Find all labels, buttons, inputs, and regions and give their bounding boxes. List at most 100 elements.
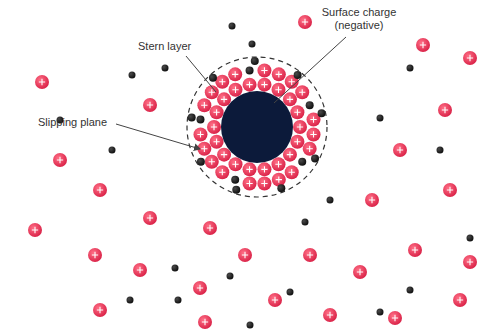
anion: [246, 66, 254, 74]
leader-arrow: [116, 124, 200, 149]
plus-sign: [219, 169, 225, 175]
cation: [272, 67, 286, 81]
plus-sign: [310, 116, 316, 122]
plus-sign: [261, 82, 267, 88]
cation: [307, 127, 321, 141]
anion: [231, 176, 239, 184]
cation: [272, 173, 286, 187]
anion: [294, 71, 302, 79]
plus-sign: [232, 71, 238, 77]
cation: [88, 248, 102, 262]
cation: [290, 135, 304, 149]
cation: [272, 157, 286, 171]
cation: [463, 255, 477, 269]
plus-sign: [207, 225, 213, 231]
plus-sign: [302, 19, 308, 25]
plus-sign: [202, 319, 208, 325]
cation: [438, 103, 452, 117]
plus-sign: [447, 187, 453, 193]
plus-sign: [397, 147, 403, 153]
cation: [293, 120, 307, 134]
anion: [298, 158, 306, 166]
plus-sign: [275, 161, 281, 167]
cation: [283, 92, 297, 106]
plus-sign: [92, 252, 98, 258]
plus-sign: [299, 89, 305, 95]
particle-core: [221, 91, 293, 163]
layer-label: Surface charge (negative): [318, 6, 400, 32]
cation: [353, 265, 367, 279]
anion: [327, 197, 334, 204]
cation: [257, 78, 271, 92]
plus-sign: [420, 42, 426, 48]
anion: [251, 57, 259, 65]
plus-sign: [467, 259, 473, 265]
anion: [287, 289, 294, 296]
plus-sign: [201, 146, 207, 152]
anion: [175, 297, 182, 304]
plus-sign: [275, 87, 281, 93]
anion: [209, 74, 217, 82]
plus-sign: [246, 82, 252, 88]
plus-sign: [232, 161, 238, 167]
plus-sign: [261, 166, 267, 172]
leader-line: [274, 37, 346, 103]
plus-sign: [272, 297, 278, 303]
anion: [172, 265, 179, 272]
cation: [295, 85, 309, 99]
anion: [232, 186, 240, 194]
cation: [210, 135, 224, 149]
cation: [323, 308, 337, 322]
cation: [133, 263, 147, 277]
plus-sign: [276, 71, 282, 77]
plus-sign: [209, 159, 215, 165]
plus-sign: [307, 146, 313, 152]
plus-sign: [287, 96, 293, 102]
plus-sign: [147, 215, 153, 221]
cation: [203, 221, 217, 235]
cation: [298, 15, 312, 29]
anion: [306, 101, 314, 109]
anion: [407, 65, 414, 72]
plus-sign: [289, 79, 295, 85]
cation: [416, 38, 430, 52]
cation: [217, 92, 231, 106]
cation: [217, 148, 231, 162]
cation: [443, 183, 457, 197]
cation: [388, 311, 402, 325]
anion: [162, 65, 169, 72]
cation: [215, 165, 229, 179]
anion: [407, 287, 414, 294]
plus-sign: [392, 315, 398, 321]
cation: [228, 67, 242, 81]
cation: [35, 75, 49, 89]
cation: [257, 162, 271, 176]
plus-sign: [294, 139, 300, 145]
plus-sign: [261, 67, 267, 73]
cation: [28, 223, 42, 237]
plus-sign: [213, 139, 219, 145]
anion: [318, 109, 326, 117]
plus-sign: [357, 269, 363, 275]
anion: [129, 72, 136, 79]
cation: [243, 177, 257, 191]
cation: [53, 153, 67, 167]
plus-sign: [467, 55, 473, 61]
cation: [143, 211, 157, 225]
layer-label: Slipping plane: [38, 116, 107, 129]
cation: [243, 162, 257, 176]
plus-sign: [246, 166, 252, 172]
cation: [93, 183, 107, 197]
cation: [257, 177, 271, 191]
cation: [268, 293, 282, 307]
cation: [243, 78, 257, 92]
anion: [311, 154, 319, 162]
plus-sign: [442, 107, 448, 113]
cation: [229, 157, 243, 171]
anion: [467, 235, 474, 242]
plus-sign: [246, 180, 252, 186]
plus-sign: [294, 109, 300, 115]
cation: [197, 98, 211, 112]
anion: [377, 115, 384, 122]
